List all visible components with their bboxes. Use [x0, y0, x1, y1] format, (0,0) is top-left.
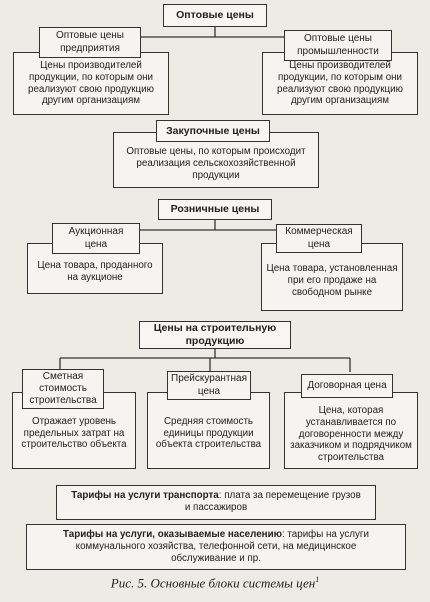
contract-price: Договорная цена: [301, 374, 393, 398]
industry-wholesale-price: Оптовые цены промышленности: [284, 30, 392, 61]
commercial-desc: Цена товара, установленная при его прода…: [261, 243, 403, 311]
transport-tariff-bold: Тарифы на услуги транспорта: [71, 490, 219, 501]
retail-prices-title: Розничные цены: [158, 199, 272, 220]
procurement-prices-title: Закупочные цены: [156, 120, 270, 142]
commercial-price: Коммерческая цена: [276, 224, 362, 253]
industry-desc: Цены производителей продукции, по которы…: [262, 52, 418, 115]
figure-caption: Рис. 5. Основные блоки системы цен1: [0, 575, 430, 591]
transport-tariff-text: : плата за перемещение грузов и пассажир…: [184, 490, 361, 513]
enterprise-wholesale-price: Оптовые цены предприятия: [39, 27, 141, 58]
figure-caption-text: Рис. 5. Основные блоки системы цен: [110, 575, 316, 591]
pricelist-price: Прейскурантная цена: [167, 371, 251, 400]
transport-tariff: Тарифы на услуги транспорта: плата за пе…: [56, 485, 376, 520]
pricelist-desc: Средняя стоимость единицы продукции объе…: [147, 392, 270, 469]
public-tariff-bold: Тарифы на услуги, оказываемые населению: [63, 529, 282, 540]
enterprise-desc: Цены производителей продукции, по которы…: [13, 52, 169, 115]
figure-caption-footnote: 1: [315, 575, 320, 584]
public-services-tariff: Тарифы на услуги, оказываемые населению:…: [26, 524, 406, 570]
wholesale-prices-title: Оптовые цены: [163, 4, 267, 27]
public-tariff-text: : тарифы на услуги коммунального хозяйст…: [75, 529, 369, 564]
construction-prices-title: Цены на строительную продукцию: [139, 321, 291, 349]
estimate-cost: Сметная стоимость строительства: [22, 369, 104, 409]
contract-desc: Цена, которая устанавливается по договор…: [284, 392, 418, 469]
auction-price: Аукционная цена: [52, 223, 140, 254]
